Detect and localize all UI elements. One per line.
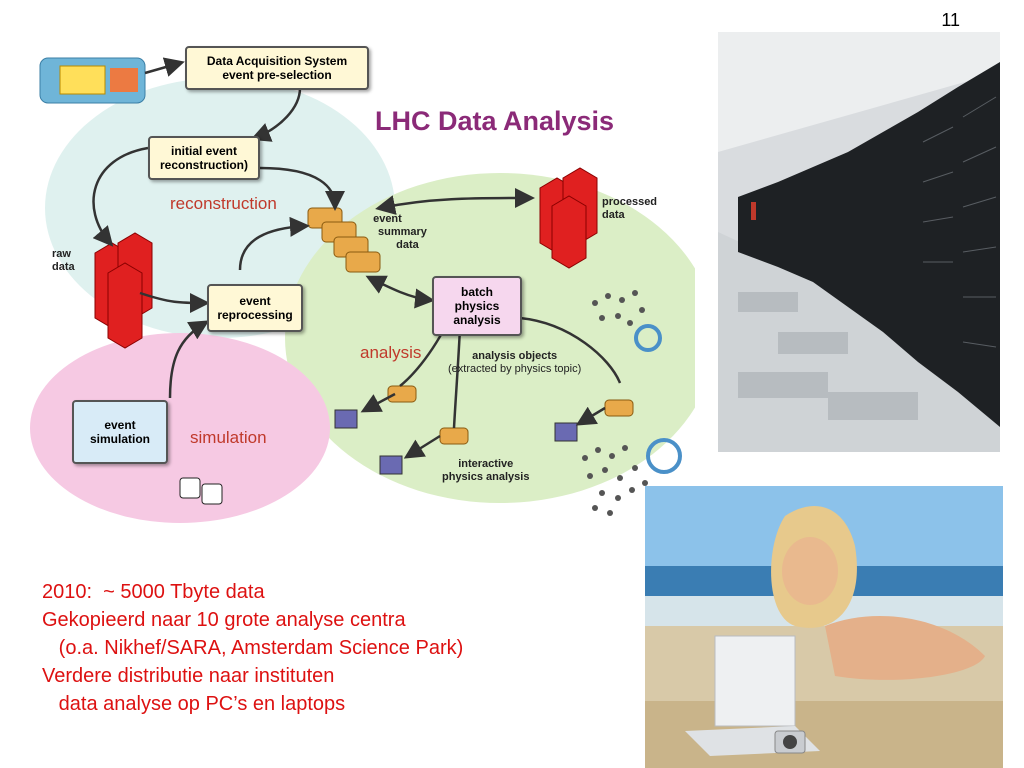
daq-line1: Data Acquisition System (206, 54, 348, 68)
esd-line2: summary (378, 226, 427, 238)
processed-data-label: processed data (602, 196, 657, 222)
server-room-photo (718, 32, 1000, 452)
batch-line1: batch (460, 285, 493, 299)
initial-line2: reconstruction) (159, 158, 248, 172)
processed-data-hexagons (539, 167, 598, 269)
simulation-line2: simulation (89, 432, 150, 446)
beach-laptop-photo (645, 486, 1003, 768)
raw-data-label: raw data (52, 248, 75, 274)
initial-line1: initial event (170, 144, 238, 158)
esd-line3: data (396, 239, 419, 251)
processed-line2: data (602, 209, 625, 221)
diagram-background (30, 57, 695, 523)
slide-text-line2: Gekopieerd naar 10 grote analyse centra (42, 609, 406, 631)
crowd-icon-1 (592, 290, 645, 326)
flow-arrows (92, 57, 622, 459)
slide-text-line4: Verdere distributie naar instituten (42, 665, 335, 687)
reprocessing-line1: event (239, 294, 271, 308)
slide-text-line1: 2010: ~ 5000 Tbyte data (42, 581, 265, 603)
reconstruction-label: reconstruction (170, 194, 277, 213)
interactive-analysis-label: interactive physics analysis (442, 458, 529, 484)
page-number: 11 (941, 10, 960, 30)
processed-line1: processed (602, 196, 658, 208)
raw-data-hexagons (94, 232, 153, 349)
event-reprocessing-box: event reprocessing (207, 284, 303, 332)
diagram-title: LHC Data Analysis (375, 106, 615, 136)
detector-icon (39, 57, 146, 104)
daq-line2: event pre-selection (222, 68, 332, 82)
cycle-arrows-icon-1 (634, 324, 662, 352)
raw-line1: raw (52, 248, 71, 260)
reprocessing-line2: reprocessing (217, 308, 293, 322)
objects-line1: analysis objects (472, 350, 558, 362)
objects-line2: (extracted by physics topic) (448, 363, 582, 375)
slide-text-line3: (o.a. Nikhef/SARA, Amsterdam Science Par… (42, 637, 464, 659)
analysis-object-cylinders (387, 385, 634, 445)
analysis-objects-label: analysis objects (extracted by physics t… (448, 350, 581, 376)
analysis-label: analysis (360, 343, 422, 362)
raw-line2: data (52, 261, 75, 273)
batch-physics-analysis-box: batch physics analysis (432, 276, 522, 336)
data-acquisition-box: Data Acquisition System event pre-select… (185, 46, 369, 90)
event-summary-data-label: event summary data (348, 213, 427, 252)
computer-icons (334, 409, 578, 475)
batch-line2: physics (454, 299, 500, 313)
simulation-region (30, 333, 330, 523)
interactive-line1: interactive (458, 458, 514, 470)
interactive-line2: physics analysis (442, 471, 530, 483)
esd-line1: event (373, 213, 402, 225)
slide-text-block: 2010: ~ 5000 Tbyte data Gekopieerd naar … (42, 578, 463, 718)
simulation-line1: event (104, 418, 136, 432)
dice-icon (179, 477, 223, 505)
initial-reconstruction-box: initial event reconstruction) (148, 136, 260, 180)
esd-cylinders (307, 207, 381, 273)
slide-text-line5: data analyse op PC’s en laptops (42, 693, 346, 715)
batch-line3: analysis (453, 313, 501, 327)
event-simulation-box: event simulation (72, 400, 168, 464)
cycle-arrows-icon-2 (646, 438, 682, 474)
simulation-label: simulation (190, 428, 267, 447)
lhc-analysis-diagram: LHC Data Analysis reconstruction analysi… (30, 38, 695, 528)
